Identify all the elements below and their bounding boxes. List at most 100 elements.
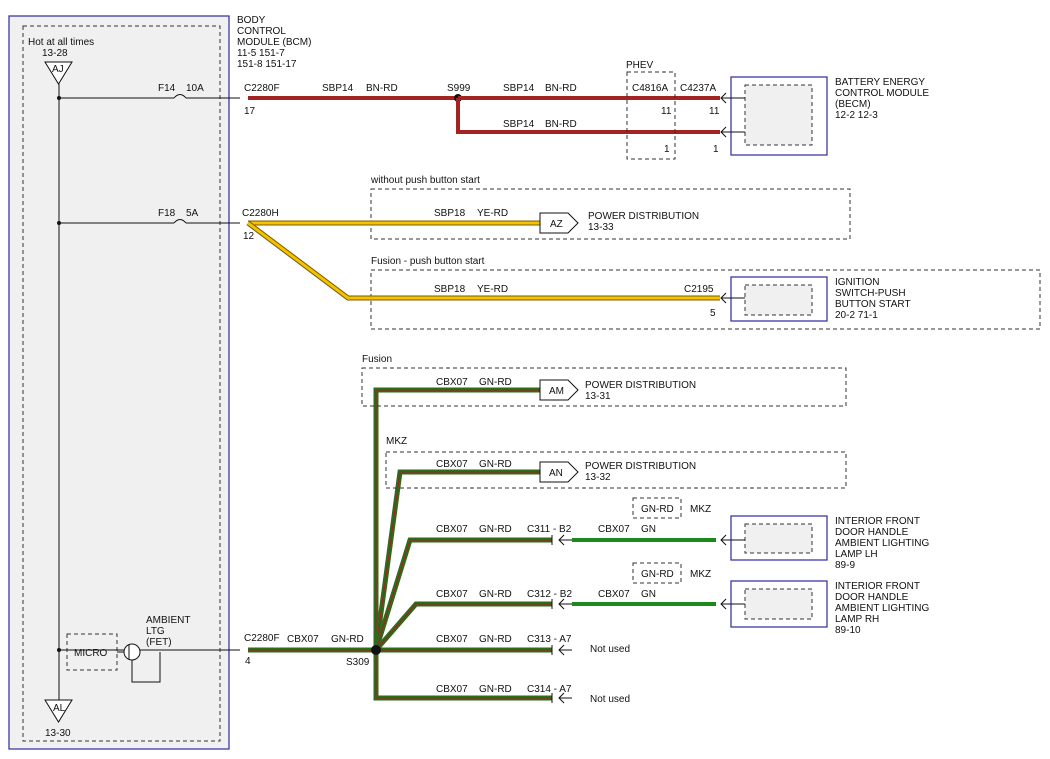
mkz-dashed-box [385,451,847,489]
lamp-lh-title-line: DOOR HANDLE [835,527,909,538]
micro-label: MICRO [74,648,108,659]
power-distribution-am-ref: 13-31 [585,391,611,402]
lamp-rh-title-line: AMBIENT LIGHTING [835,603,929,614]
without-push-button-label: without push button start [370,175,480,186]
lamp-rh-title-line: DOOR HANDLE [835,592,909,603]
power-distribution-an-ref: 13-32 [585,472,611,483]
c4237a-pin-11: 11 [709,106,720,117]
bcm-title: BODY CONTROL MODULE (BCM) 11-5 151-7 151… [237,15,311,70]
c314-label: C314 - A7 [527,684,572,695]
wire-gnrd-label-main: GN-RD [331,634,364,645]
lamp-rh-title-line: LAMP RH [835,614,879,625]
becm-title-line: 12-2 12-3 [835,110,878,121]
branch-4-wire2-label: CBX07 [598,589,630,600]
aj-triangle [44,61,73,85]
phev-dashed-box [626,71,676,160]
hot-at-all-times-label: Hot at all times [28,37,94,48]
c2195-label: C2195 [684,284,714,295]
ignition-title-line: IGNITION [835,277,879,288]
lamp-lh-title-line: 89-9 [835,560,855,571]
branch-5-wire-label: CBX07 [436,634,468,645]
branch-3-wire-label: CBX07 [436,524,468,535]
wire-yerd-label-a: YE-RD [477,208,508,219]
al-tag: AL [53,703,66,714]
lamp-lh-title-line: INTERIOR FRONT [835,516,920,527]
wire-sbp18-b-inner [247,221,720,300]
fet-symbol [123,643,141,661]
wire-cbx07-label-main: CBX07 [287,634,319,645]
branch-3-wire2-label: CBX07 [598,524,630,535]
wire-sbp14-label-1: SBP14 [322,83,354,94]
az-tag: AZ [550,219,563,230]
branch-3-alt-label: MKZ [690,504,711,515]
an-tag-shape [539,461,579,483]
power-distribution-az-ref: 13-33 [588,222,614,233]
wire-sbp18-b [246,221,720,301]
c2280f-b-pin-4: 4 [245,656,251,667]
c4816a-label: C4816A [632,83,668,94]
branch-2-wire-label: CBX07 [436,459,468,470]
lamp-rh-title-line: 89-10 [835,625,861,636]
becm-title-line: CONTROL MODULE [835,88,929,99]
branch-2-tracer [375,471,540,651]
c2280h-pin-12: 12 [243,231,255,242]
fuse-f18-symbol [173,219,187,224]
fusion-dashed-box [361,367,847,407]
mkz-label: MKZ [386,436,407,447]
branch-6-tracer [375,650,552,699]
c313-not-used: Not used [590,644,630,655]
fuse-f14-name: F14 [158,83,176,94]
lamp-lh-inner-box [744,523,813,554]
micro-box [66,633,118,671]
an-tag: AN [549,468,563,479]
wire-sbp18-label-b: SBP18 [434,284,466,295]
splice-s309-label: S309 [346,657,370,668]
branch-3-color-label: GN-RD [479,524,512,535]
splice-s309 [371,645,381,655]
branch-6-color-label: GN-RD [479,684,512,695]
branch-3-color2-label: GN [641,524,656,535]
c312-label: C312 - B2 [527,589,572,600]
branch-4-alt-box [632,562,682,584]
branch-6-wire-label: CBX07 [436,684,468,695]
fet-ground-return [131,652,161,683]
branch-3-tracer [375,539,552,651]
c314-not-used: Not used [590,694,630,705]
c2280h-connector-label: C2280H [242,208,279,219]
fuse-f18-name: F18 [158,208,176,219]
lamp-lh-title-line: LAMP LH [835,549,878,560]
c4237a-label: C4237A [680,83,716,94]
lamp-rh-inner-box [744,588,813,620]
bcm-title-line: 151-8 151-17 [237,59,297,70]
fusion-label: Fusion [362,354,392,365]
cbx07-branches [373,387,552,701]
lamp-rh-title-line: INTERIOR FRONT [835,581,920,592]
c2280f-connector-label: C2280F [244,83,280,94]
power-distribution-az-label: POWER DISTRIBUTION [588,211,699,222]
becm-title-line: BATTERY ENERGY [835,77,925,88]
wire-bnrd-label-3: BN-RD [545,119,577,130]
branch-4-tracer [375,603,552,651]
branch-1-wire [373,387,540,650]
power-distribution-am-label: POWER DISTRIBUTION [585,380,696,391]
lamp-lh-title-line: AMBIENT LIGHTING [835,538,929,549]
phev-label: PHEV [626,60,654,71]
bcm-title-line: BODY [237,15,266,26]
lamp-lh-title: INTERIOR FRONT DOOR HANDLE AMBIENT LIGHT… [835,516,929,571]
branch-3-alt-color: GN-RD [641,504,674,515]
branch-5-color-label: GN-RD [479,634,512,645]
ignition-title-line: 20-2 71-1 [835,310,878,321]
fuse-f14-symbol [173,94,187,99]
wire-sbp14-segment-3 [456,98,720,134]
al-triangle [44,699,73,723]
branch-2-color-label: GN-RD [479,459,512,470]
becm-title: BATTERY ENERGY CONTROL MODULE (BECM) 12-… [835,77,929,121]
c2195-pin-5: 5 [710,308,716,319]
lamp-rh-title: INTERIOR FRONT DOOR HANDLE AMBIENT LIGHT… [835,581,929,636]
branch-4-color2-label: GN [641,589,656,600]
wire-yerd-label-b: YE-RD [477,284,508,295]
fet-label-line: (FET) [146,637,172,648]
c4237a-pin-1: 1 [713,144,719,155]
wire-sbp18-label-a: SBP18 [434,208,466,219]
bcm-title-line: 11-5 151-7 [237,48,285,59]
